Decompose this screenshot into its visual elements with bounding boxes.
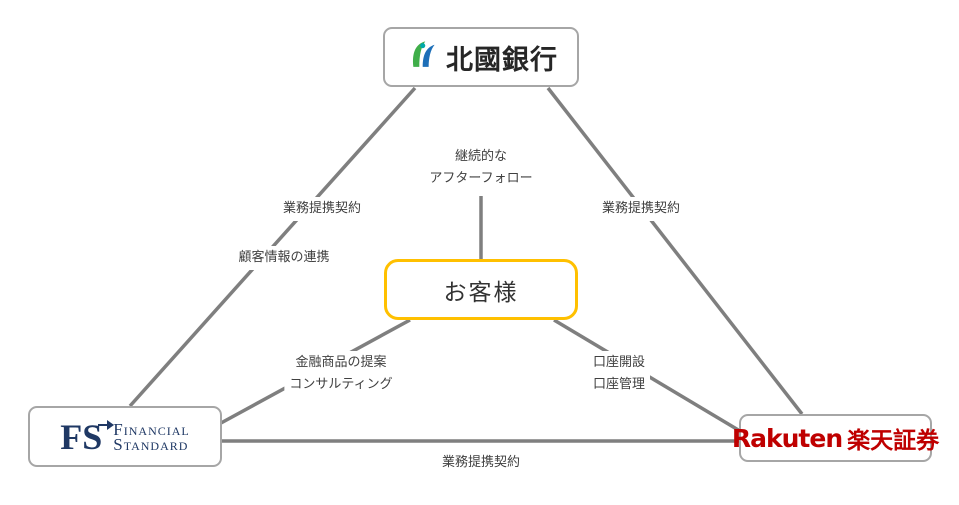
financial-standard-name-line2: Standard xyxy=(113,434,189,454)
rakuten-logo: Rakuten xyxy=(731,423,843,453)
node-rakuten-securities: Rakuten 楽天証券 xyxy=(732,414,939,462)
edge-label-customer-rakuten: 口座開設 口座管理 xyxy=(587,351,651,397)
rakuten-securities-name: 楽天証券 xyxy=(847,428,940,454)
financial-standard-monogram: FS xyxy=(60,416,103,457)
node-customer: お客様 xyxy=(384,259,578,320)
edge-label-bank-fs-customer-info: 顧客情報の連携 xyxy=(233,246,335,270)
edge-label-fs-rakuten-contract: 業務提携契約 xyxy=(436,451,526,475)
edge-label-customer-rakuten-line1: 口座開設 xyxy=(592,355,646,370)
financial-standard-name-line1: Financial xyxy=(113,419,190,439)
financial-standard-logo-icon: FS xyxy=(60,416,115,457)
hokkoku-bank-name: 北國銀行 xyxy=(446,44,558,76)
edge-label-aftercare: 継続的な アフターフォロー xyxy=(424,145,538,191)
edge-label-bank-rakuten-contract: 業務提携契約 xyxy=(596,197,686,221)
customer-label: お客様 xyxy=(443,279,519,306)
edge-label-customer-rakuten-line2: 口座管理 xyxy=(592,377,646,392)
edge-label-aftercare-line2: アフターフォロー xyxy=(429,171,533,186)
edge-label-bank-fs-contract: 業務提携契約 xyxy=(277,197,367,221)
financial-standard-name: Financial Standard xyxy=(113,419,190,454)
node-hokkoku-bank: 北國銀行 xyxy=(383,27,579,87)
edge-label-aftercare-line1: 継続的な xyxy=(454,149,508,164)
financial-standard-arrow-icon xyxy=(98,419,115,430)
edge-label-customer-fs-line2: コンサルティング xyxy=(289,377,393,392)
hokkoku-bank-logo-icon xyxy=(404,38,438,76)
edge-label-customer-fs-line1: 金融商品の提案 xyxy=(295,355,387,370)
node-financial-standard: FS Financial Standard xyxy=(28,406,222,467)
edge-bank-rakuten xyxy=(546,86,804,416)
edge-label-customer-fs: 金融商品の提案 コンサルティング xyxy=(284,351,398,397)
